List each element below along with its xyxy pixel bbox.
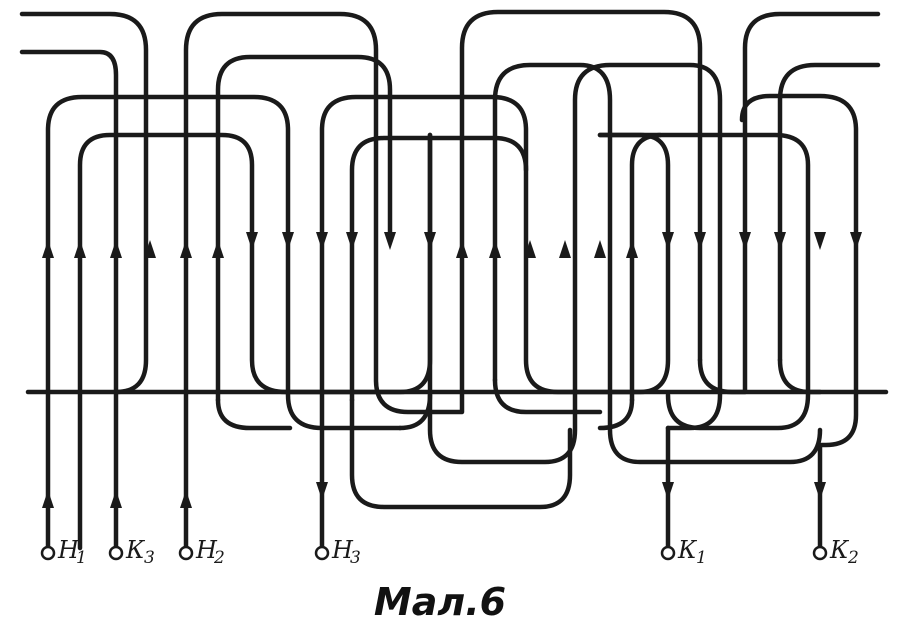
arrow-down-icon: [814, 232, 826, 250]
arrow-down-icon: [662, 482, 674, 500]
terminal-circle-icon: [660, 545, 676, 561]
arrow-up-icon: [110, 490, 122, 508]
arrow-down-icon: [814, 482, 826, 500]
terminal-circle-icon: [314, 545, 330, 561]
arrow-up-icon: [110, 240, 122, 258]
arrow-down-icon: [384, 232, 396, 250]
arrow-down-icon: [774, 232, 786, 250]
arrow-down-icon: [282, 232, 294, 250]
arrow-down-icon: [694, 232, 706, 250]
terminal-h1: Н 1: [40, 536, 87, 568]
arrow-down-icon: [316, 232, 328, 250]
terminal-k3: К 3: [108, 536, 155, 568]
arrow-down-icon: [346, 232, 358, 250]
terminal-h3-letter: Н: [331, 536, 354, 564]
terminal-h1-index: 1: [76, 548, 87, 568]
terminal-k3-letter: К: [125, 536, 146, 564]
arrow-up-icon: [456, 240, 468, 258]
terminal-k3-index: 3: [144, 548, 155, 568]
arrow-up-icon: [626, 240, 638, 258]
terminal-k1-index: 1: [696, 548, 707, 568]
arrow-up-icon: [212, 240, 224, 258]
arrow-up-icon: [144, 240, 156, 258]
terminal-h2-index: 2: [213, 548, 225, 568]
terminal-h2: Н 2: [178, 536, 225, 568]
arrow-up-icon: [42, 240, 54, 258]
arrow-up-icon: [524, 240, 536, 258]
arrow-up-icon: [180, 490, 192, 508]
arrow-down-icon: [739, 232, 751, 250]
terminal-circle-icon: [178, 545, 194, 561]
arrow-down-icon: [424, 232, 436, 250]
terminal-k1-letter: К: [677, 536, 698, 564]
phase-3-coils: [19, 11, 823, 551]
terminal-k2-index: 2: [847, 548, 859, 568]
arrow-up-icon: [180, 240, 192, 258]
terminal-circle-icon: [812, 545, 828, 561]
terminal-h1-letter: Н: [57, 536, 80, 564]
terminal-k1: К 1: [660, 536, 707, 568]
arrow-up-icon: [74, 240, 86, 258]
arrow-up-icon: [489, 240, 501, 258]
arrow-down-icon: [662, 232, 674, 250]
arrow-down-icon: [246, 232, 258, 250]
terminal-h3-index: 3: [350, 548, 361, 568]
terminal-k2: К 2: [812, 536, 859, 568]
current-direction-arrows: [42, 232, 862, 508]
figure-caption: Мал.6: [374, 580, 506, 624]
terminal-h3: Н 3: [314, 536, 361, 568]
terminal-h2-letter: Н: [195, 536, 218, 564]
arrow-up-icon: [42, 490, 54, 508]
terminal-circle-icon: [40, 545, 56, 561]
arrow-up-icon: [594, 240, 606, 258]
arrow-up-icon: [559, 240, 571, 258]
arrow-down-icon: [316, 482, 328, 500]
terminal-circle-icon: [108, 545, 124, 561]
terminal-k2-letter: К: [829, 536, 850, 564]
arrow-down-icon: [850, 232, 862, 250]
